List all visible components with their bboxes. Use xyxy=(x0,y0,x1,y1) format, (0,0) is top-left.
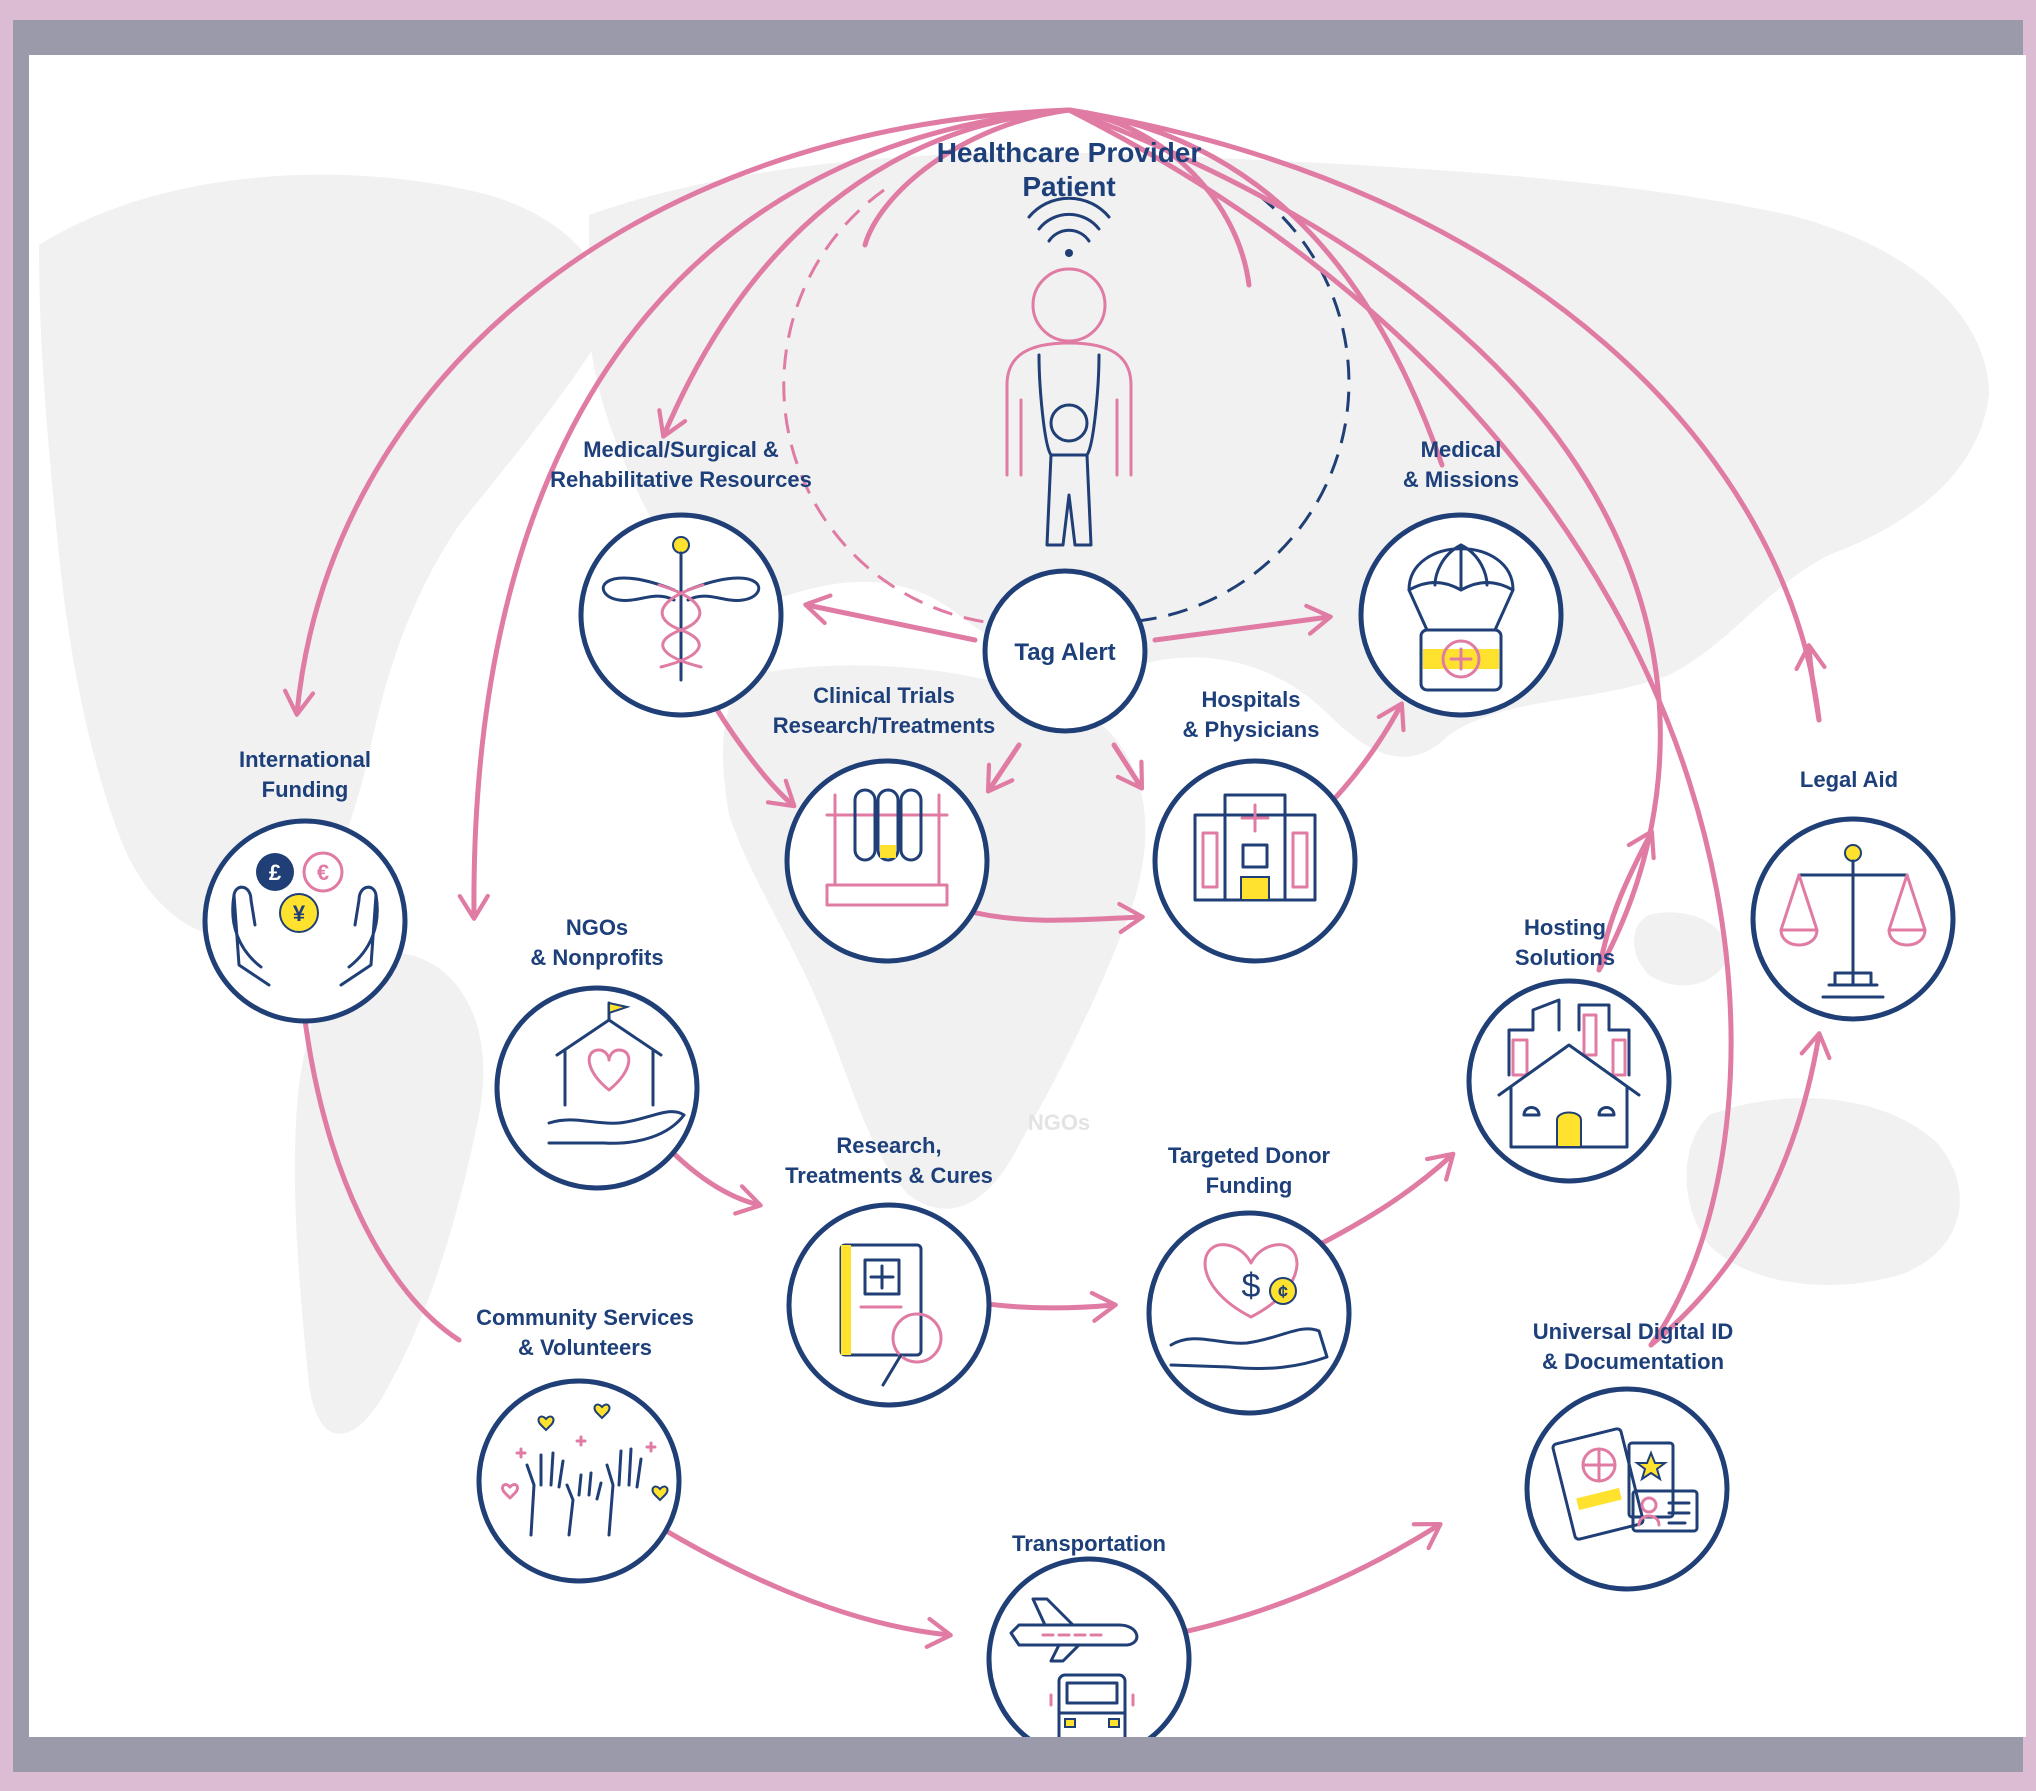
arrow-to-international-funding xyxy=(283,107,1072,717)
hospital-building-icon xyxy=(1193,793,1317,902)
arrow-tag-to-medical-missions xyxy=(1152,603,1333,643)
test-tubes-icon xyxy=(825,788,949,907)
city-house-icon xyxy=(1497,998,1641,1149)
digital-id-line1: Universal Digital ID xyxy=(1533,1319,1734,1344)
connection-arrows xyxy=(283,107,1832,1649)
hosting-line1: Hosting xyxy=(1524,915,1606,940)
node-medical-surgical: Medical/Surgical & Rehabilitative Resour… xyxy=(550,437,812,718)
node-clinical-trials: Clinical Trials Research/Treatments xyxy=(773,683,996,964)
arrow-to-ngos xyxy=(457,107,1072,921)
arrow-hosting-to-top xyxy=(1066,107,1663,973)
medical-surgical-line2: Rehabilitative Resources xyxy=(550,467,812,492)
arrow-hosting-up xyxy=(1596,829,1656,973)
clinical-trials-line2: Research/Treatments xyxy=(773,713,996,738)
node-research: Research, Treatments & Cures xyxy=(785,1133,993,1408)
community-line1: Community Services xyxy=(476,1305,694,1330)
medical-missions-line1: Medical xyxy=(1421,437,1502,462)
hospitals-line2: & Physicians xyxy=(1183,717,1320,742)
patient-signal-circle xyxy=(782,188,1351,627)
care-network-diagram: Healthcare Provider Patient NGOs Tag Ale… xyxy=(39,107,1989,1737)
arrow-to-medical-surgical xyxy=(657,107,1072,439)
node-digital-id: Universal Digital ID & Documentation xyxy=(1524,1319,1734,1592)
arrow-digital-id-to-legal xyxy=(1648,1031,1832,1348)
international-funding-line2: Funding xyxy=(262,777,349,802)
arrow-international-to-community xyxy=(298,982,462,1343)
passport-id-icon xyxy=(1551,1427,1699,1541)
diagram-canvas: Healthcare Provider Patient NGOs Tag Ale… xyxy=(29,55,2026,1737)
tag-alert-label: Tag Alert xyxy=(1014,639,1115,666)
parachute-medkit-icon xyxy=(1407,543,1515,692)
digital-id-line2: & Documentation xyxy=(1542,1349,1724,1374)
research-line1: Research, xyxy=(836,1133,941,1158)
heart-money-hand-icon: $ ¢ xyxy=(1169,1243,1329,1371)
ngos-line2: & Nonprofits xyxy=(530,945,663,970)
node-transportation: Transportation xyxy=(986,1531,1192,1737)
arrow-medical-surgical-to-clinical xyxy=(711,702,797,809)
donor-funding-line1: Targeted Donor xyxy=(1168,1143,1331,1168)
medical-surgical-line1: Medical/Surgical & xyxy=(583,437,779,462)
hospitals-line1: Hospitals xyxy=(1201,687,1300,712)
node-hospitals: Hospitals & Physicians xyxy=(1152,687,1358,964)
coin-symbol: ¢ xyxy=(1278,1282,1288,1302)
hands-currency-icon: £ € ¥ xyxy=(231,851,379,987)
dollar-symbol: $ xyxy=(1242,1267,1261,1305)
node-ngos: NGOs & Nonprofits xyxy=(494,915,700,1191)
node-legal-aid: Legal Aid xyxy=(1750,767,1956,1022)
arrow-donor-to-hosting xyxy=(1296,1151,1456,1258)
hosting-line2: Solutions xyxy=(1515,945,1615,970)
arrow-legal-to-top xyxy=(1066,107,1822,723)
plane-bus-icon xyxy=(1009,1597,1139,1737)
house-heart-hand-icon xyxy=(547,1001,686,1145)
node-medical-missions: Medical & Missions xyxy=(1358,437,1564,718)
donor-funding-line2: Funding xyxy=(1206,1173,1293,1198)
arrow-patient-loop xyxy=(862,107,1072,248)
pound-symbol: £ xyxy=(269,860,282,885)
node-donor-funding: Targeted Donor Funding $ ¢ xyxy=(1146,1143,1352,1416)
legal-aid-label: Legal Aid xyxy=(1800,767,1898,792)
arrow-tag-to-hospitals xyxy=(1111,742,1145,791)
arrow-tag-to-clinical-trials xyxy=(985,742,1022,794)
ghost-map-label: NGOs xyxy=(1028,1110,1090,1135)
document-magnifier-icon xyxy=(839,1243,943,1387)
arrow-tag-to-medical-surgical xyxy=(803,593,978,643)
arrow-clinical-to-hospitals xyxy=(961,901,1145,935)
node-hosting: Hosting Solutions xyxy=(1466,915,1672,1184)
node-community: Community Services & Volunteers xyxy=(476,1305,694,1584)
medical-missions-line2: & Missions xyxy=(1403,467,1519,492)
transportation-label: Transportation xyxy=(1012,1531,1166,1556)
caduceus-icon xyxy=(601,536,761,682)
node-international-funding: International Funding £ € ¥ xyxy=(202,747,408,1024)
raised-hands-icon xyxy=(501,1403,669,1537)
community-line2: & Volunteers xyxy=(518,1335,652,1360)
center-title-line1: Healthcare Provider xyxy=(937,137,1202,168)
yen-symbol: ¥ xyxy=(293,901,306,926)
euro-symbol: € xyxy=(317,860,329,885)
international-funding-line1: International xyxy=(239,747,371,772)
arrow-transportation-to-digital-id xyxy=(1166,1521,1443,1638)
research-line2: Treatments & Cures xyxy=(785,1163,993,1188)
ngos-line1: NGOs xyxy=(566,915,628,940)
patient-figure-icon xyxy=(1005,196,1133,547)
arrow-legal-up xyxy=(1794,643,1827,723)
tag-alert-circle xyxy=(982,568,1148,734)
arrow-digital-id-to-top xyxy=(1066,107,1734,1348)
world-map-background xyxy=(39,152,1989,1434)
clinical-trials-line1: Clinical Trials xyxy=(813,683,955,708)
scales-icon xyxy=(1779,844,1927,999)
